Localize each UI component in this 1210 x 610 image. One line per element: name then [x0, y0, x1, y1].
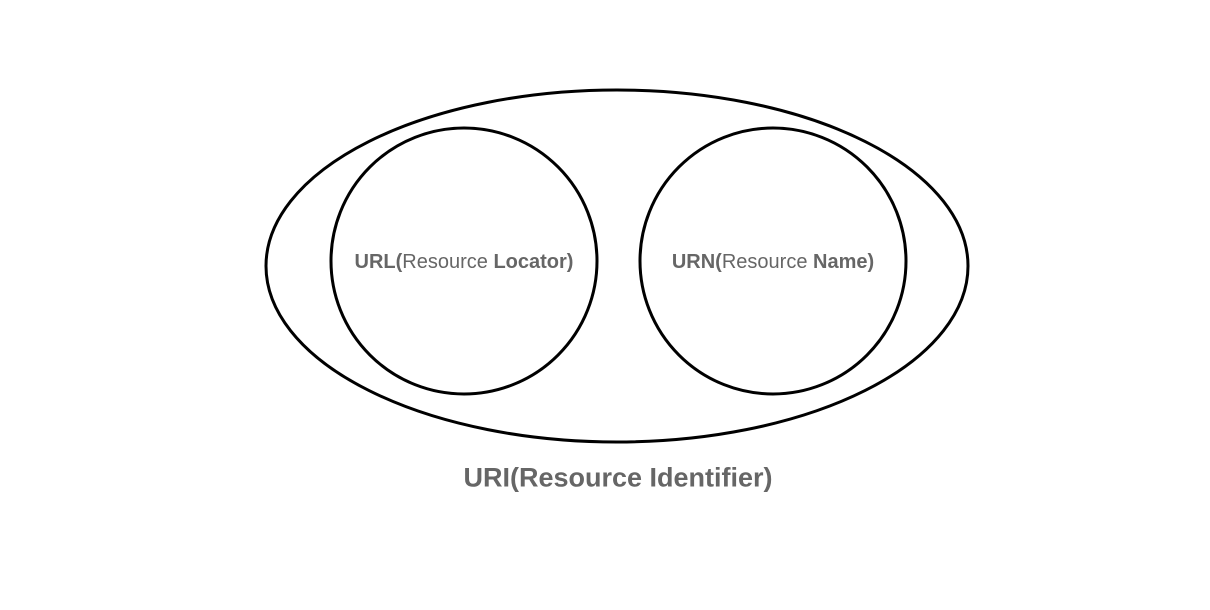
url-label-prefix: URL( — [354, 251, 403, 273]
uri-label: URI(Resource Identifier) — [463, 462, 773, 493]
urn-label-suffix: Name) — [813, 251, 875, 273]
url-circle — [329, 126, 599, 396]
url-label: URL(Resource Locator) — [355, 252, 574, 272]
urn-label-middle: Resource — [721, 251, 814, 273]
urn-circle — [638, 126, 908, 396]
urn-label-prefix: URN( — [671, 251, 722, 273]
url-label-middle: Resource — [402, 251, 494, 273]
urn-label: URN(Resource Name) — [672, 252, 874, 272]
url-label-suffix: Locator) — [493, 251, 574, 273]
uri-ellipse — [264, 88, 970, 444]
